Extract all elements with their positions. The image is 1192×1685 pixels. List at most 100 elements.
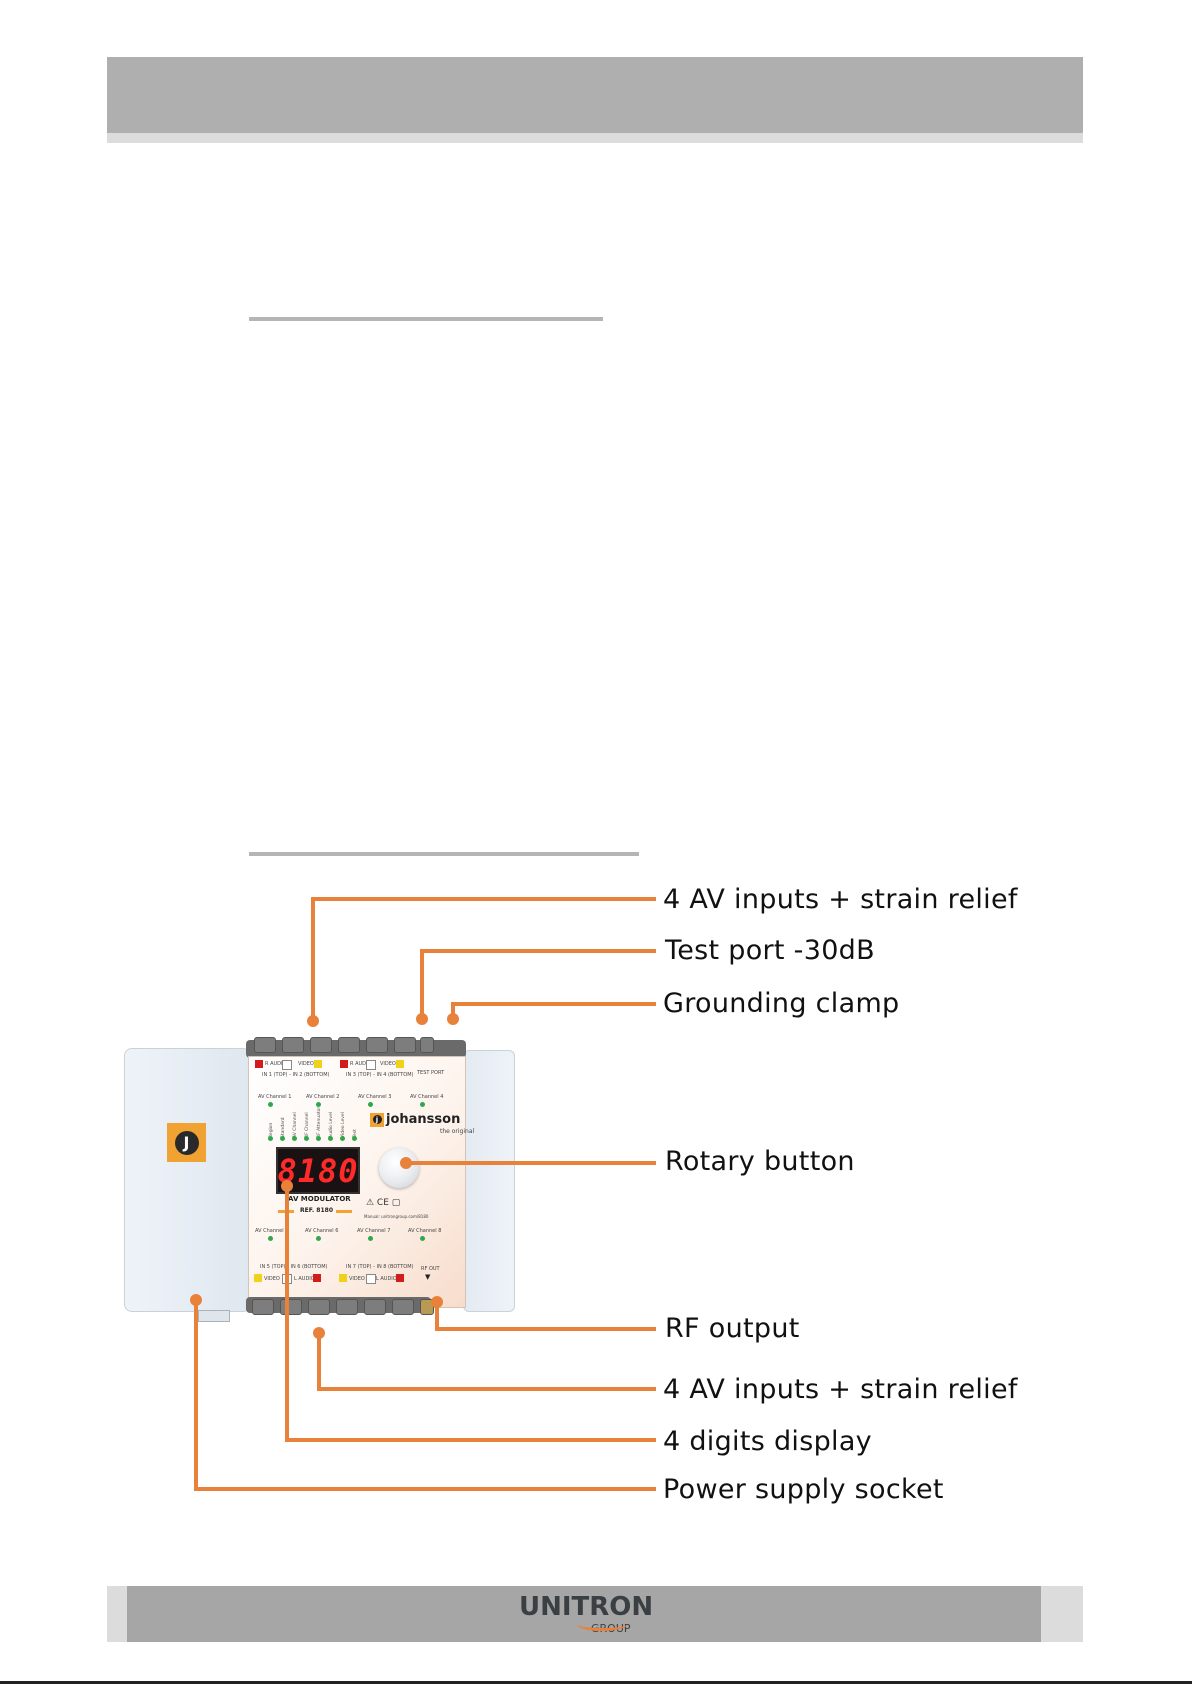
callout-line [317, 1387, 656, 1391]
power-socket [198, 1310, 230, 1322]
digit-display: 8180 [276, 1147, 360, 1194]
callout-line [194, 1487, 656, 1491]
video-yellow-swatch [314, 1060, 322, 1068]
channel-led [316, 1102, 321, 1107]
brand-logo: j johansson [370, 1112, 460, 1127]
section-rule-bottom [249, 852, 639, 856]
menu-led-label: Audio Level [329, 1111, 334, 1138]
audio-white-swatch [282, 1060, 292, 1070]
connector [338, 1037, 360, 1053]
connector-label: L AUDIO R [294, 1276, 320, 1282]
channel-label: AV Channel 8 [408, 1228, 442, 1234]
menu-led [340, 1136, 345, 1141]
channel-label: AV Channel 2 [306, 1094, 340, 1100]
channel-label: AV Channel 5 [255, 1228, 289, 1234]
ce-mark-icon: ⚠ CE ▢ [366, 1198, 401, 1208]
menu-led [316, 1136, 321, 1141]
model-ref: REF. 8180 [300, 1207, 334, 1214]
callout-dot [447, 1013, 459, 1025]
page-bottom-edge [0, 1681, 1192, 1684]
connector-label: L AUDIO R [376, 1276, 402, 1282]
callout-line [285, 1186, 289, 1441]
rotary-knob[interactable] [379, 1148, 419, 1188]
callout-av-inputs-top: 4 AV inputs + strain relief [663, 884, 1018, 915]
callout-line [317, 1333, 321, 1390]
callout-digits-display: 4 digits display [663, 1426, 872, 1457]
device-illustration: J R AUDIO L VIDEO IN 1 (TOP) - IN 2 (BOT… [118, 1020, 518, 1322]
channel-led [420, 1236, 425, 1241]
logo-main: UNITRON [519, 1592, 654, 1622]
input-pair-label: IN 3 (TOP) - IN 4 (BOTTOM) [346, 1072, 414, 1078]
callout-line [420, 949, 656, 953]
callout-dot [431, 1296, 443, 1308]
callout-line [451, 1002, 656, 1006]
rf-out-arrow-icon: ▼ [425, 1273, 431, 1281]
header-stripe [107, 133, 1083, 143]
callout-line [451, 1002, 455, 1017]
callout-av-inputs-bottom: 4 AV inputs + strain relief [663, 1374, 1018, 1405]
connector [254, 1037, 276, 1053]
callout-line [435, 1301, 439, 1330]
callout-line [311, 897, 315, 1019]
callout-line [420, 949, 424, 1017]
input-pair-label: IN 7 (TOP) - IN 8 (BOTTOM) [346, 1264, 414, 1270]
menu-led [304, 1136, 309, 1141]
menu-led [280, 1136, 285, 1141]
connector-label: VIDEO [349, 1276, 365, 1282]
callout-dot [400, 1157, 412, 1169]
callout-line [311, 897, 656, 901]
channel-led [368, 1102, 373, 1107]
channel-label: AV Channel 3 [358, 1094, 392, 1100]
connector-label: VIDEO [298, 1061, 314, 1067]
audio-white-swatch [366, 1274, 376, 1284]
brand-tagline: the original [440, 1128, 475, 1135]
callout-dot [416, 1013, 428, 1025]
audio-red-swatch [340, 1060, 348, 1068]
model-title: AV MODULATOR [288, 1195, 351, 1203]
connector-label: VIDEO [380, 1061, 396, 1067]
connector [394, 1037, 416, 1053]
channel-led [268, 1236, 273, 1241]
input-pair-label: IN 1 (TOP) - IN 2 (BOTTOM) [262, 1072, 330, 1078]
manual-text: Manual: unitrongroup.com/8180 [364, 1214, 429, 1219]
callout-dot [307, 1015, 319, 1027]
audio-red-swatch [313, 1274, 321, 1282]
callout-line [194, 1300, 198, 1491]
menu-led-label: AV Channel [293, 1112, 298, 1138]
channel-led [268, 1102, 273, 1107]
brand-name: johansson [386, 1112, 461, 1127]
connector [392, 1299, 414, 1315]
callout-grounding-clamp: Grounding clamp [663, 988, 900, 1019]
callout-test-port: Test port -30dB [665, 935, 875, 966]
device-left-panel [124, 1048, 251, 1312]
logo-arc-icon [577, 1618, 627, 1631]
footer-band-inner [127, 1586, 1041, 1642]
menu-led-label: Standard [281, 1117, 286, 1138]
callout-line [285, 1438, 656, 1442]
callout-power-supply: Power supply socket [663, 1474, 944, 1505]
rf-out-label: RF OUT [421, 1266, 440, 1272]
callout-line [403, 1161, 656, 1165]
video-yellow-swatch [254, 1274, 262, 1282]
connector [364, 1299, 386, 1315]
input-pair-label: IN 5 (TOP) - IN 6 (BOTTOM) [260, 1264, 328, 1270]
model-underline-right [336, 1210, 352, 1213]
menu-led [328, 1136, 333, 1141]
connector [310, 1037, 332, 1053]
channel-led [368, 1236, 373, 1241]
menu-led-label: RF Channel [305, 1112, 310, 1138]
unitron-logo: UNITRON GROUP [519, 1592, 659, 1638]
audio-red-swatch [255, 1060, 263, 1068]
channel-label: AV Channel 6 [305, 1228, 339, 1234]
menu-led-label: Video Level [341, 1112, 346, 1138]
connector [280, 1299, 302, 1315]
connector-label: R AUDIO L [350, 1061, 376, 1067]
connector-label: R AUDIO L [265, 1061, 291, 1067]
menu-led-label: RF Attenuator [317, 1106, 322, 1138]
channel-label: AV Channel 4 [410, 1094, 444, 1100]
brand-j-icon: j [370, 1112, 384, 1127]
connector [282, 1037, 304, 1053]
audio-red-swatch [396, 1274, 404, 1282]
audio-white-swatch [366, 1060, 376, 1070]
callout-rf-output: RF output [665, 1313, 800, 1344]
